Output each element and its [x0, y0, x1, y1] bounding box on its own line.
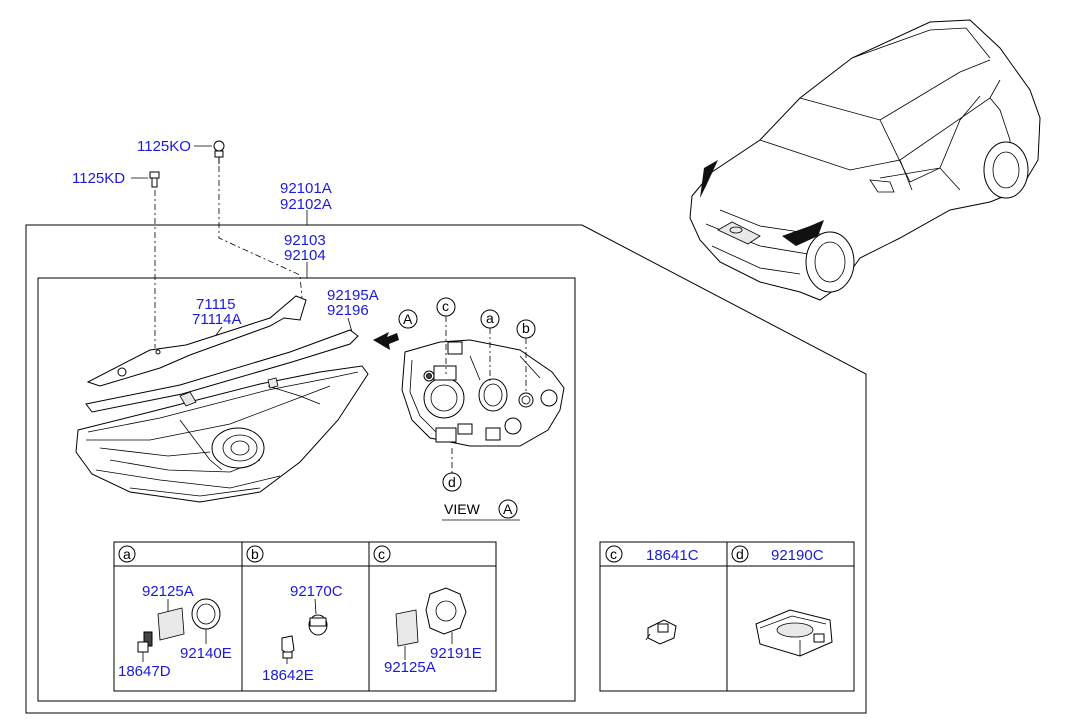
igniter-18641c — [645, 619, 677, 645]
part-92103: 92103 — [284, 232, 326, 249]
sub-b-letter: b — [251, 546, 259, 562]
part-92195a: 92195A — [327, 287, 379, 304]
part-1125ko: 1125KO — [137, 138, 191, 155]
part-92125a-a: 92125A — [142, 583, 194, 600]
sub-table — [113, 541, 497, 692]
sub-c-letter: c — [378, 546, 385, 562]
cover-92191e — [425, 587, 467, 635]
gasket-c — [395, 609, 419, 647]
outer-frame — [25, 224, 867, 714]
part-92101a: 92101A — [280, 180, 332, 197]
part-92102a: 92102A — [280, 196, 332, 213]
part-18641c: 18641C — [646, 547, 699, 564]
part-71115: 71115 — [196, 296, 236, 313]
seal-strip — [85, 329, 359, 413]
part-92190c: 92190C — [771, 547, 824, 564]
part-92191e: 92191E — [430, 645, 482, 662]
bracket-strip — [86, 295, 307, 387]
ballast-92190c — [755, 609, 833, 657]
inner-frame — [37, 277, 576, 702]
cap-92140e — [191, 598, 221, 630]
part-92140e: 92140E — [180, 645, 232, 662]
bulb-18642e — [281, 635, 295, 659]
bolt-lower-icon — [149, 171, 160, 188]
socket-92170c — [308, 614, 328, 636]
view-arrow — [373, 332, 399, 350]
part-92104: 92104 — [284, 247, 326, 264]
part-92196: 92196 — [327, 302, 369, 319]
view-caption: VIEW — [444, 501, 481, 517]
part-92125a-c: 92125A — [384, 659, 436, 676]
right-c-letter: c — [610, 546, 617, 562]
headlamp-assembly — [75, 365, 369, 503]
callout-a: a — [486, 310, 494, 326]
view-arrow-letter: A — [403, 311, 413, 327]
view-caption-letter: A — [503, 501, 513, 517]
headlamp-rear-view — [401, 339, 565, 447]
callout-d: d — [448, 474, 456, 490]
vehicle-illustration — [689, 19, 1041, 301]
gasket-a — [157, 607, 185, 641]
part-18642e: 18642E — [262, 667, 314, 684]
socket-18647d — [137, 631, 153, 653]
right-d-letter: d — [736, 546, 744, 562]
part-92170c: 92170C — [290, 583, 343, 600]
callout-c: c — [442, 298, 449, 314]
bolt-upper-icon — [213, 140, 225, 164]
part-18647d: 18647D — [118, 663, 171, 680]
part-1125kd: 1125KD — [72, 170, 125, 187]
part-71114a: 71114A — [192, 311, 242, 328]
sub-a-letter: a — [123, 546, 131, 562]
callout-b: b — [522, 320, 530, 336]
